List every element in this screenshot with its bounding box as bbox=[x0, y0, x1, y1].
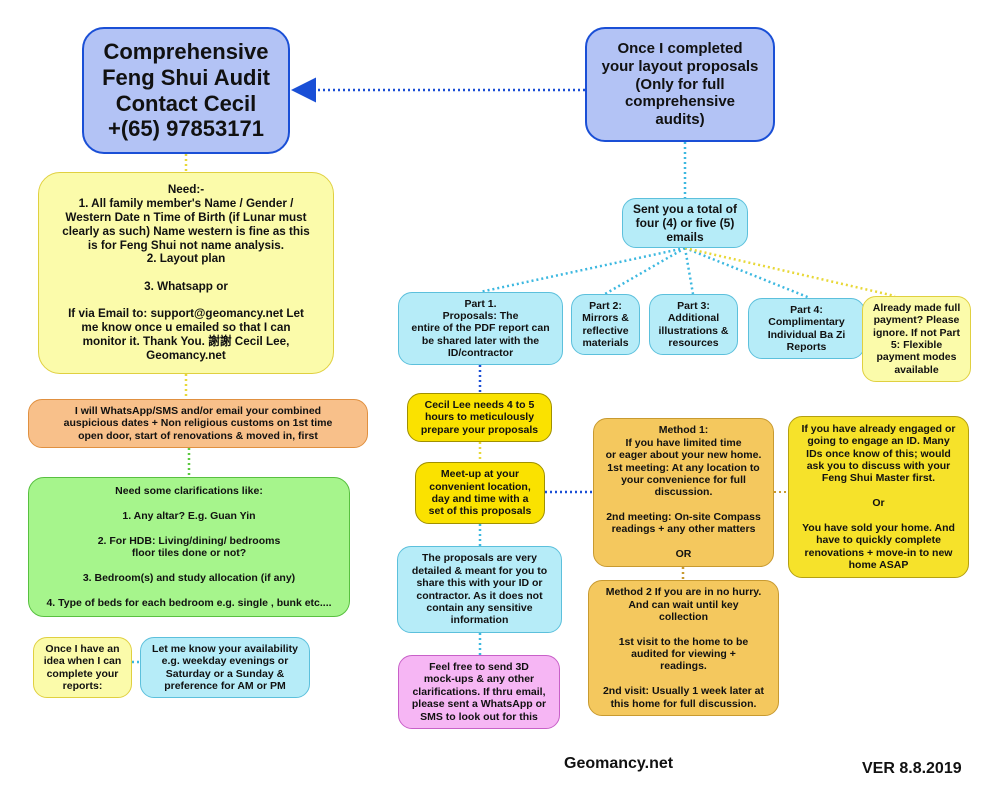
connector-sent-to-part4 bbox=[684, 246, 811, 300]
connector-sent-to-part2 bbox=[604, 246, 686, 296]
node-availability: Let me know your availability e.g. weekd… bbox=[140, 637, 310, 698]
node-part2-mirrors: Part 2: Mirrors & reflective materials bbox=[571, 294, 640, 355]
node-preparation-hours: Cecil Lee needs 4 to 5 hours to meticulo… bbox=[407, 393, 552, 442]
node-clarifications: Need some clarifications like: 1. Any al… bbox=[28, 477, 350, 617]
node-payment-modes: Already made full payment? Please ignore… bbox=[862, 296, 971, 382]
node-once-idea: Once I have an idea when I can complete … bbox=[33, 637, 132, 698]
node-whatsapp-dates: I will WhatsApp/SMS and/or email your co… bbox=[28, 399, 368, 448]
connector-sent-to-part1 bbox=[479, 246, 686, 294]
node-engaged-id: If you have already engaged or going to … bbox=[788, 416, 969, 578]
node-meetup: Meet-up at your convenient location, day… bbox=[415, 462, 545, 524]
node-sent-emails: Sent you a total of four (4) or five (5)… bbox=[622, 198, 748, 248]
node-part4-bazi: Part 4: Complimentary Individual Ba Zi R… bbox=[748, 298, 865, 359]
node-part3-illustrations: Part 3: Additional illustrations & resou… bbox=[649, 294, 738, 355]
node-method1: Method 1: If you have limited time or ea… bbox=[593, 418, 774, 567]
connector-sent-to-part3 bbox=[683, 247, 695, 295]
footer-version: VER 8.8.2019 bbox=[862, 760, 962, 777]
node-method2: Method 2 If you are in no hurry. And can… bbox=[588, 580, 779, 716]
node-proposals-detailed: The proposals are very detailed & meant … bbox=[397, 546, 562, 633]
node-contact: Comprehensive Feng Shui Audit Contact Ce… bbox=[82, 27, 290, 154]
node-need-requirements: Need:- 1. All family member's Name / Gen… bbox=[38, 172, 334, 374]
node-feel-free: Feel free to send 3D mock-ups & any othe… bbox=[398, 655, 560, 729]
node-layout-completed: Once I completed your layout proposals (… bbox=[585, 27, 775, 142]
node-part1-proposals: Part 1. Proposals: The entire of the PDF… bbox=[398, 292, 563, 365]
connector-sent-to-paid bbox=[684, 246, 896, 298]
footer-site-name: Geomancy.net bbox=[564, 755, 674, 772]
